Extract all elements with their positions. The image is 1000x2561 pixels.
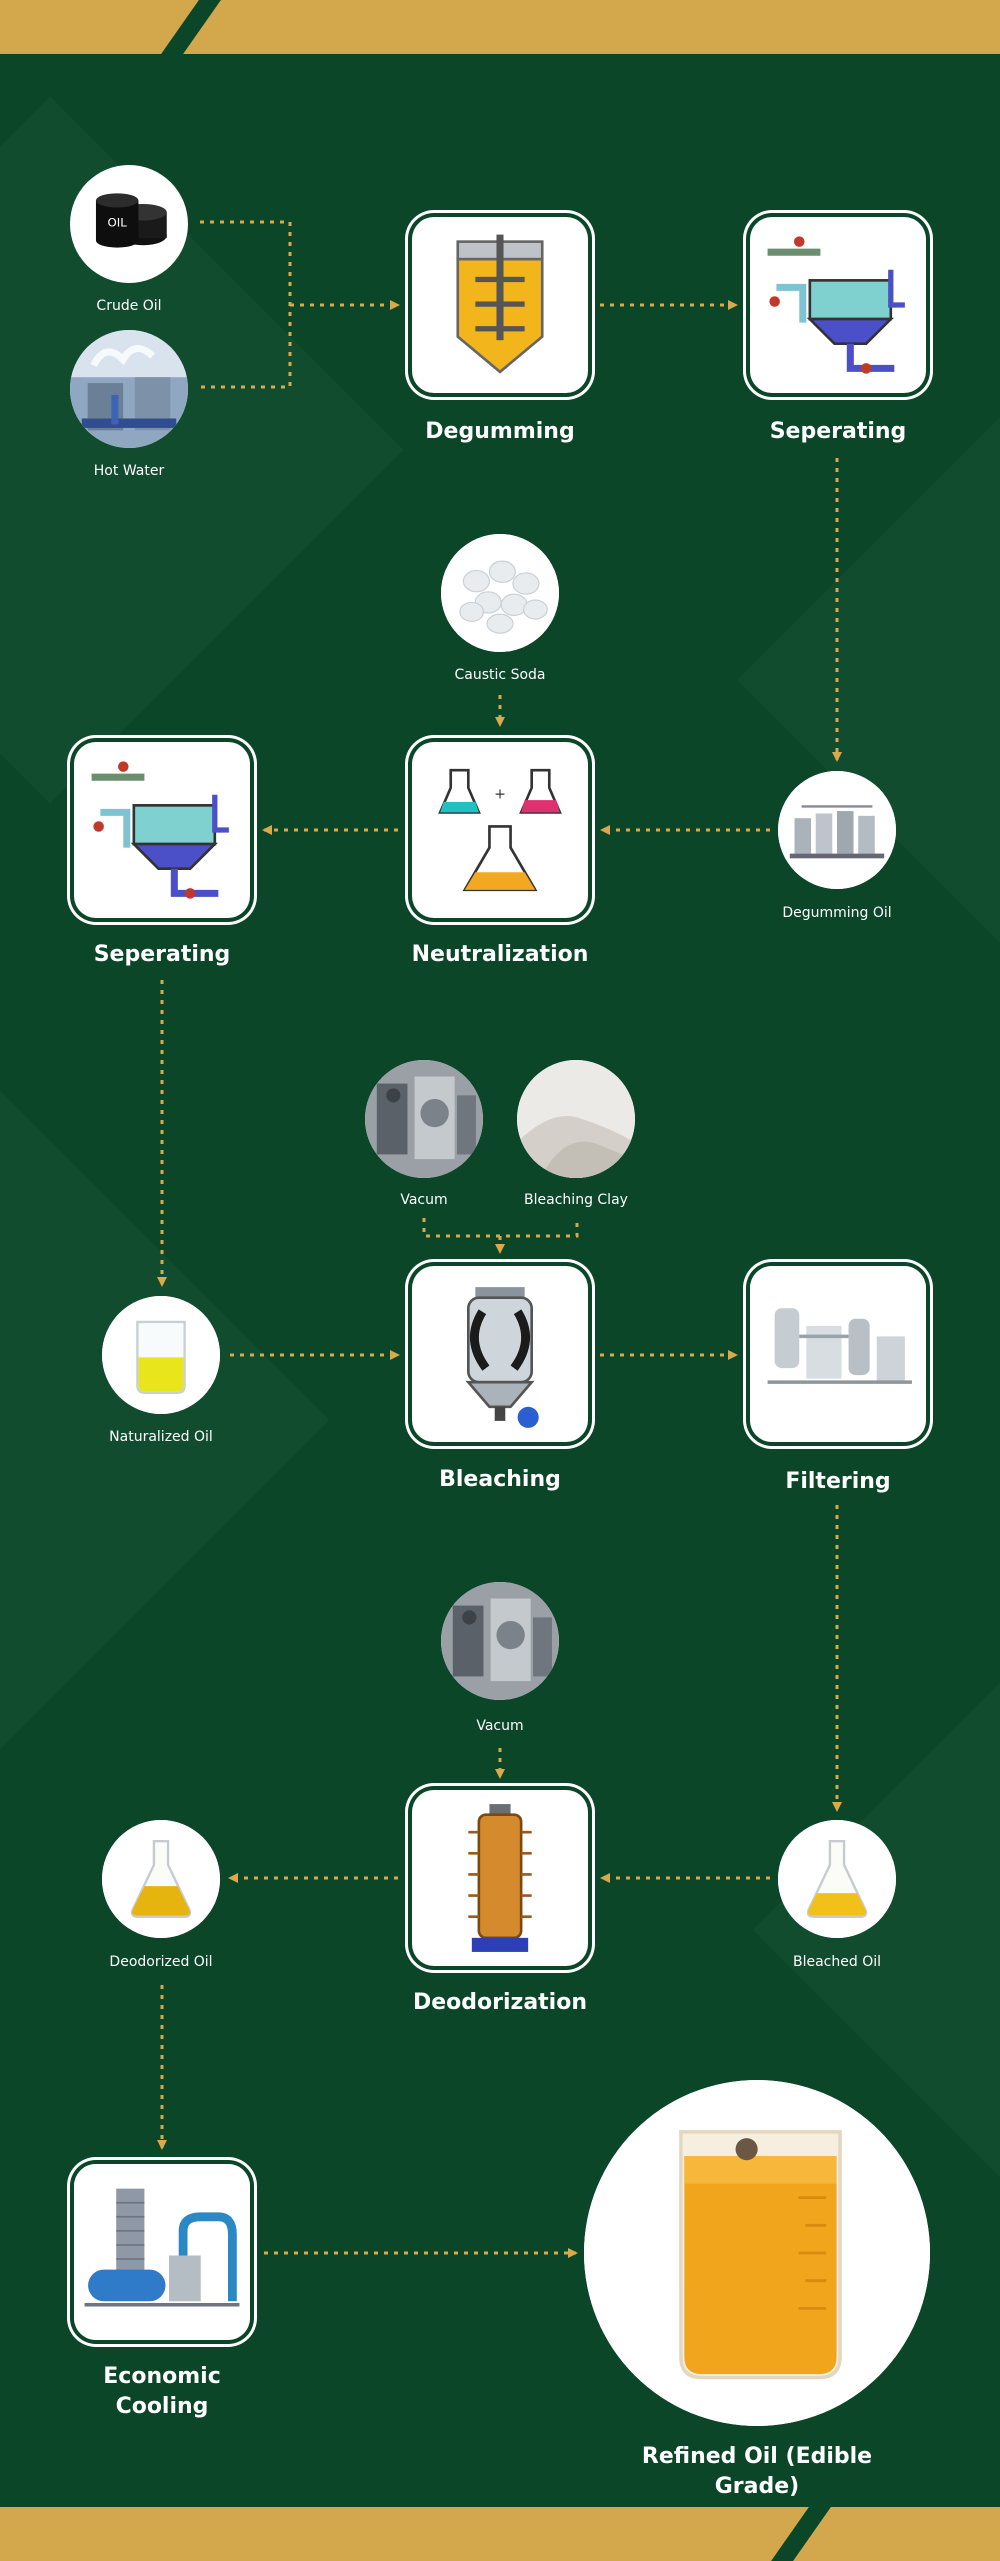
label-refined-oil: Refined Oil (Edible Grade) xyxy=(641,2444,873,2499)
filter-plant-icon xyxy=(750,1266,926,1442)
label-crude-oil: Crude Oil xyxy=(96,298,162,314)
label-caustic-soda: Caustic Soda xyxy=(454,667,546,683)
bleaching-tower-icon xyxy=(412,1266,588,1442)
label-economic-cooling-line1: Economic xyxy=(103,2364,221,2389)
label-degumming-oil: Degumming Oil xyxy=(782,905,892,921)
label-seperating-2: Seperating xyxy=(93,942,231,967)
refined-oil-beaker-icon xyxy=(584,2080,930,2426)
hot-water-tank-icon xyxy=(70,330,188,448)
svg-text:+: + xyxy=(494,786,506,802)
bottom-band xyxy=(0,2494,1000,2561)
separator-tank-icon xyxy=(750,217,926,393)
refinery-machine-icon xyxy=(778,771,896,889)
separator-tank-icon xyxy=(74,742,250,918)
flasks-icon: + xyxy=(412,742,588,918)
clay-powder-icon xyxy=(517,1060,635,1178)
svg-text:OIL: OIL xyxy=(108,215,128,229)
arrow-vacum-clay-merge xyxy=(422,1218,579,1238)
vacuum-machine-icon xyxy=(441,1582,559,1700)
label-filtering: Filtering xyxy=(785,1469,891,1494)
beaker-icon xyxy=(102,1296,220,1414)
flask-oil-icon xyxy=(102,1820,220,1938)
oil-barrels-icon: OIL xyxy=(70,165,188,283)
top-band xyxy=(0,0,1000,67)
label-degumming: Degumming xyxy=(425,419,575,444)
label-deodorized-oil: Deodorized Oil xyxy=(109,1954,213,1970)
label-bleaching: Bleaching xyxy=(439,1467,561,1492)
flask-oil-icon xyxy=(778,1820,896,1938)
label-hot-water: Hot Water xyxy=(93,463,165,479)
label-deodorization: Deodorization xyxy=(412,1990,588,2015)
label-seperating-1: Seperating xyxy=(769,419,907,444)
caustic-soda-pellets-icon xyxy=(441,534,559,652)
cooling-unit-icon xyxy=(74,2164,250,2340)
deodorizer-column-icon xyxy=(412,1790,588,1966)
label-vacum-2: Vacum xyxy=(476,1718,524,1734)
label-vacum-1: Vacum xyxy=(400,1192,448,1208)
label-naturalized-oil: Naturalized Oil xyxy=(109,1429,213,1445)
label-bleaching-clay: Bleaching Clay xyxy=(524,1192,628,1208)
vacuum-machine-icon xyxy=(365,1060,483,1178)
degumming-tank-icon xyxy=(412,217,588,393)
label-economic-cooling: Economic Cooling xyxy=(42,2362,282,2422)
label-neutralization: Neutralization xyxy=(411,942,589,967)
label-bleached-oil: Bleached Oil xyxy=(792,1954,881,1970)
label-economic-cooling-line2: Cooling xyxy=(115,2394,209,2419)
